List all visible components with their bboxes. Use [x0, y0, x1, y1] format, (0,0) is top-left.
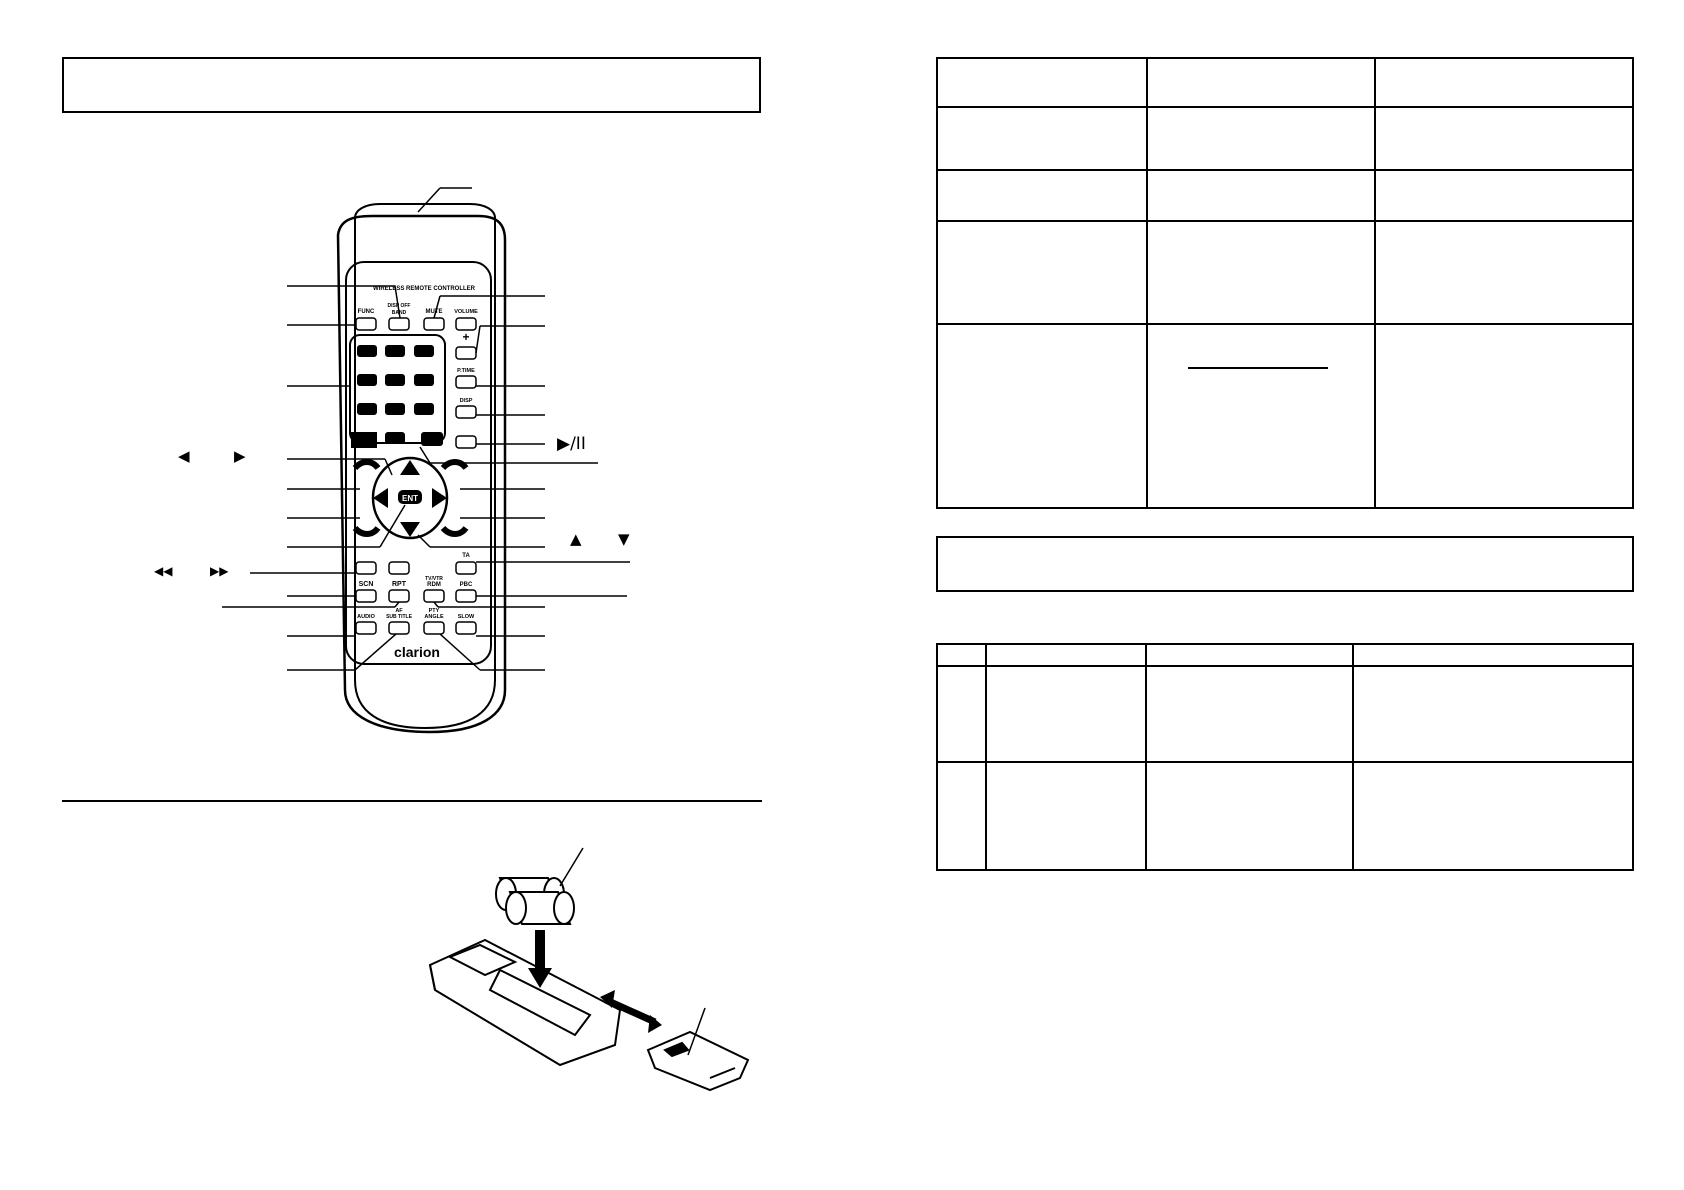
battery-cover-icon [646, 1030, 750, 1092]
battery-icon [495, 877, 575, 925]
svg-text:ENT: ENT [402, 494, 418, 503]
svg-text:FUNC: FUNC [358, 309, 375, 315]
double-arrow-icon [600, 990, 662, 1033]
remote-header-text: WIRELESS REMOTE CONTROLLER [373, 286, 476, 292]
svg-text:AUDIO: AUDIO [357, 614, 375, 620]
specification-table [936, 643, 1634, 871]
svg-text:P.TIME: P.TIME [457, 368, 475, 374]
svg-text:AF: AF [395, 608, 403, 614]
svg-text:ANGLE: ANGLE [424, 614, 444, 620]
svg-text:SUB TITLE: SUB TITLE [386, 614, 412, 620]
svg-text:TV/VTR: TV/VTR [425, 576, 443, 582]
callout-rewind: ◀◀ [154, 564, 173, 578]
callout-right-arrow: ▶ [234, 447, 246, 465]
right-title-box [936, 536, 1634, 592]
callout-up-arrow: ▲ [570, 530, 582, 548]
svg-text:VOLUME: VOLUME [454, 309, 478, 315]
callout-play-pause: ▶/II [557, 434, 586, 454]
svg-text:RDM: RDM [427, 582, 441, 588]
svg-text:DISP OFF: DISP OFF [388, 303, 411, 309]
svg-text:PBC: PBC [460, 582, 473, 588]
remote-controller-illustration: WIRELESS REMOTE CONTROLLER FUNC DISP OFF… [222, 187, 630, 734]
function-table [936, 57, 1634, 509]
svg-text:DISP: DISP [460, 398, 473, 404]
remote-brand: clarion [394, 644, 440, 660]
underline-mark [1188, 367, 1328, 369]
svg-text:RPT: RPT [392, 581, 407, 588]
remote-back-icon [428, 938, 622, 1067]
svg-text:+: + [462, 330, 469, 344]
callout-fast-forward: ▶▶ [210, 564, 229, 578]
svg-text:SCN: SCN [359, 581, 374, 588]
section-divider [62, 800, 762, 802]
svg-text:PTY: PTY [429, 608, 440, 614]
svg-text:MUTE: MUTE [426, 309, 443, 315]
svg-text:TA: TA [462, 553, 470, 559]
callout-left-arrow: ◀ [178, 447, 190, 465]
callout-down-arrow: ▼ [618, 530, 630, 548]
battery-insertion-illustration [428, 847, 750, 1092]
left-title-box [62, 57, 761, 113]
svg-text:SLOW: SLOW [458, 614, 475, 620]
